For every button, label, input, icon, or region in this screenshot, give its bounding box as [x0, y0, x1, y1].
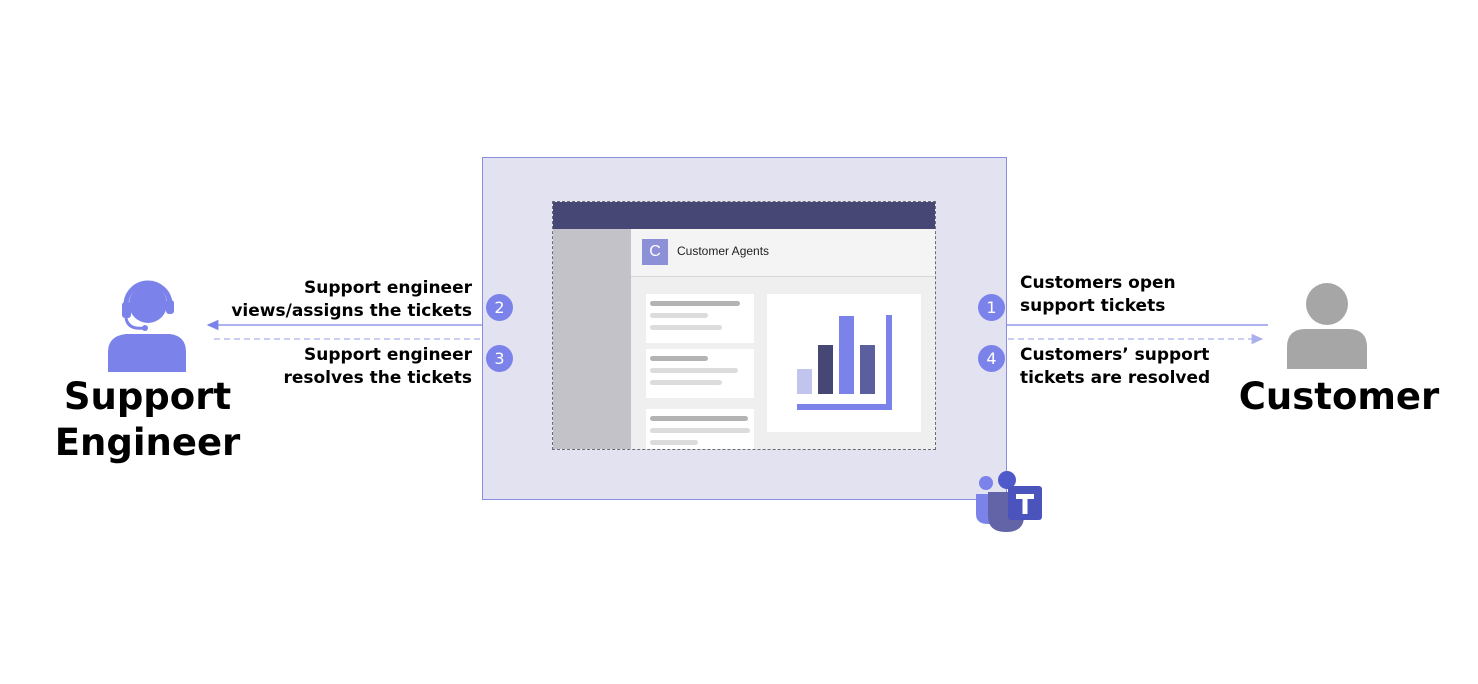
customer-label: Customer — [1238, 375, 1440, 418]
support-engineer-label: Support Engineer — [40, 374, 255, 466]
person-icon — [1287, 283, 1367, 369]
app-sidebar — [553, 229, 631, 449]
chart-card — [767, 294, 921, 432]
ticket-card — [646, 409, 754, 449]
step-4-line2: tickets are resolved — [1020, 368, 1211, 388]
ticket-card — [646, 349, 754, 398]
step-1-line2: support tickets — [1020, 296, 1166, 316]
support-engineer-label-line1: Support — [63, 375, 232, 418]
app-titlebar — [553, 202, 935, 229]
app-header: C Customer Agents — [631, 229, 935, 277]
step-2-text: Support engineer views/assigns the ticke… — [230, 277, 472, 323]
step-2-line1: Support engineer — [304, 278, 472, 298]
microsoft-teams-icon — [976, 471, 1042, 532]
headset-person-icon — [108, 280, 186, 372]
app-window: C Customer Agents — [552, 201, 936, 450]
app-avatar: C — [642, 239, 668, 265]
step-4-text: Customers’ support tickets are resolved — [1020, 344, 1260, 390]
step-2-line2: views/assigns the tickets — [231, 301, 472, 321]
step-2-badge: 2 — [486, 294, 513, 321]
step-1-text: Customers open support tickets — [1020, 272, 1260, 318]
ticket-card — [646, 294, 754, 343]
step-4-badge: 4 — [978, 345, 1005, 372]
step-3-line1: Support engineer — [304, 345, 472, 365]
step-3-text: Support engineer resolves the tickets — [230, 344, 472, 390]
step-3-badge: 3 — [486, 345, 513, 372]
step-1-badge: 1 — [978, 294, 1005, 321]
app-name: Customer Agents — [677, 244, 770, 258]
step-4-line1: Customers’ support — [1020, 345, 1210, 365]
step-1-line1: Customers open — [1020, 273, 1176, 293]
bar-chart-icon — [797, 315, 892, 410]
step-3-line2: resolves the tickets — [283, 368, 472, 388]
support-engineer-label-line2: Engineer — [54, 421, 241, 464]
